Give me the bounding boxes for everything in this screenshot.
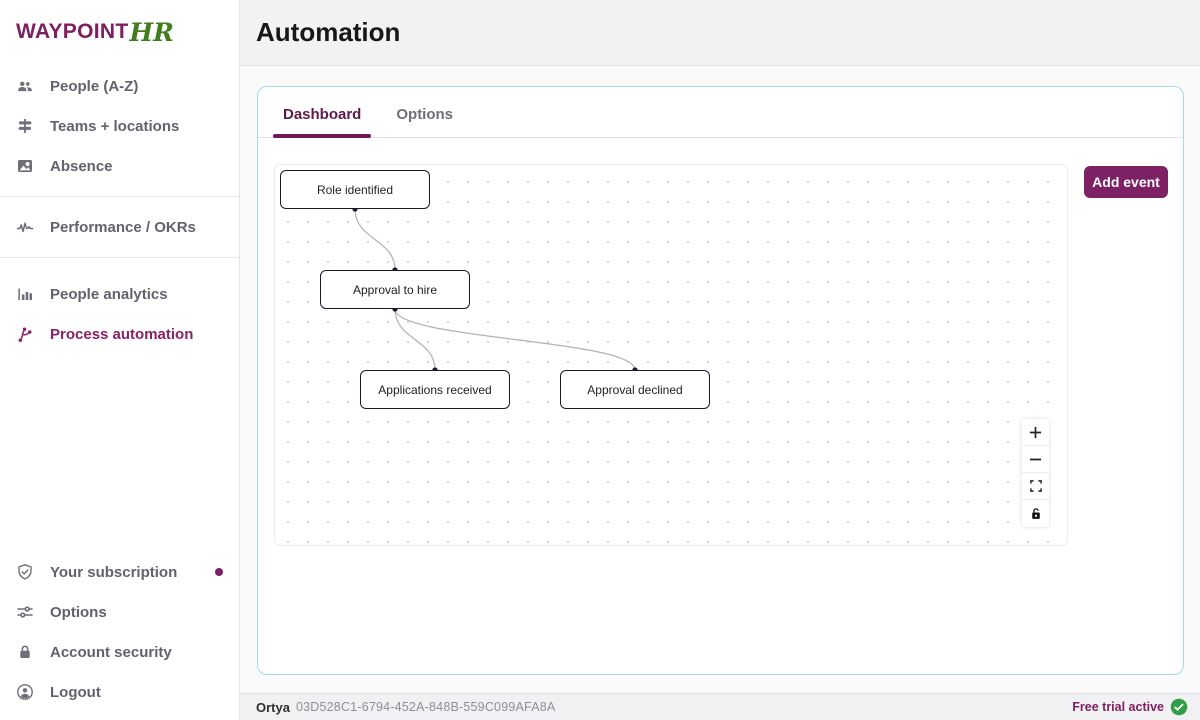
sidebar-item-people[interactable]: People (A-Z) (0, 66, 239, 106)
plus-icon (1029, 426, 1042, 438)
sidebar-item-label: Options (50, 603, 107, 621)
person-circle-icon (16, 683, 34, 701)
sidebar-item-label: Absence (50, 157, 113, 175)
sidebar-item-process-automation[interactable]: Process automation (0, 314, 239, 354)
page-title: Automation (256, 17, 401, 47)
flow-icon (16, 325, 34, 343)
sidebar-item-label: Performance / OKRs (50, 218, 196, 236)
minus-icon (1029, 458, 1042, 460)
sidebar-divider (0, 257, 239, 258)
sidebar-item-options[interactable]: Options (0, 592, 239, 632)
flow-edge (394, 308, 636, 371)
people-icon (16, 77, 34, 95)
fit-view-icon (1029, 480, 1042, 492)
subscription-notification-dot (215, 568, 223, 576)
lock-icon (16, 643, 34, 661)
flow-edge (354, 208, 396, 271)
sidebar-item-performance-okrs[interactable]: Performance / OKRs (0, 207, 239, 247)
status-bar: Ortya 03D528C1-6794-452A-848B-559C099AFA… (240, 693, 1200, 720)
check-circle-icon (1170, 698, 1188, 716)
pulse-icon (16, 218, 34, 236)
page-header: Automation (240, 0, 1200, 66)
org-id: 03D528C1-6794-452A-848B-559C099AFA8A (295, 700, 556, 714)
sidebar-item-account-security[interactable]: Account security (0, 632, 239, 672)
lock-interactivity-button[interactable] (1022, 500, 1049, 527)
sidebar-item-label: Teams + locations (50, 117, 180, 135)
tab-options[interactable]: Options (396, 106, 454, 123)
org-name: Ortya (256, 699, 290, 715)
sidebar: WAYPOINT HR People (A-Z) Teams + locatio… (0, 0, 240, 720)
sidebar-item-people-analytics[interactable]: People analytics (0, 274, 239, 314)
flow-node-applications-received[interactable]: Applications received (360, 370, 510, 409)
flow-node-role-identified[interactable]: Role identified (280, 170, 430, 209)
sidebar-item-label: Logout (50, 683, 101, 701)
sidebar-bottom-nav: Your subscription Options Account securi… (0, 552, 239, 720)
lock-small-icon (1031, 508, 1040, 519)
zoom-in-button[interactable] (1022, 419, 1049, 446)
main-area: Automation Dashboard Options Role identi… (240, 0, 1200, 720)
sidebar-item-absence[interactable]: Absence (0, 146, 239, 186)
sidebar-item-teams-locations[interactable]: Teams + locations (0, 106, 239, 146)
logo-hr-text: HR (129, 17, 174, 47)
sidebar-item-label: Process automation (50, 325, 194, 343)
sidebar-item-label: People analytics (50, 285, 168, 303)
shield-check-icon (16, 563, 34, 581)
add-event-button[interactable]: Add event (1084, 166, 1168, 198)
flow-node-approval-declined[interactable]: Approval declined (560, 370, 710, 409)
sidebar-item-your-subscription[interactable]: Your subscription (0, 552, 239, 592)
tab-bar: Dashboard Options (258, 87, 1183, 138)
canvas-controls (1022, 419, 1049, 527)
photo-icon (16, 157, 34, 175)
sidebar-item-label: Your subscription (50, 563, 178, 581)
flow-edge (394, 308, 436, 371)
trial-status-text: Free trial active (1072, 700, 1164, 714)
sidebar-item-label: People (A-Z) (50, 77, 139, 95)
signpost-icon (16, 117, 34, 135)
sidebar-divider (0, 196, 239, 197)
bar-chart-icon (16, 285, 34, 303)
app-logo[interactable]: WAYPOINT HR (0, 0, 239, 58)
zoom-out-button[interactable] (1022, 446, 1049, 473)
sidebar-nav: People (A-Z) Teams + locations Absence P… (0, 66, 239, 354)
sidebar-item-logout[interactable]: Logout (0, 672, 239, 712)
tab-dashboard[interactable]: Dashboard (273, 106, 372, 138)
sliders-icon (16, 603, 34, 621)
logo-waypoint-text: WAYPOINT (16, 20, 129, 43)
fit-view-button[interactable] (1022, 473, 1049, 500)
flow-node-approval-to-hire[interactable]: Approval to hire (320, 270, 470, 309)
flow-edges-layer (352, 206, 638, 373)
sidebar-item-label: Account security (50, 643, 172, 661)
